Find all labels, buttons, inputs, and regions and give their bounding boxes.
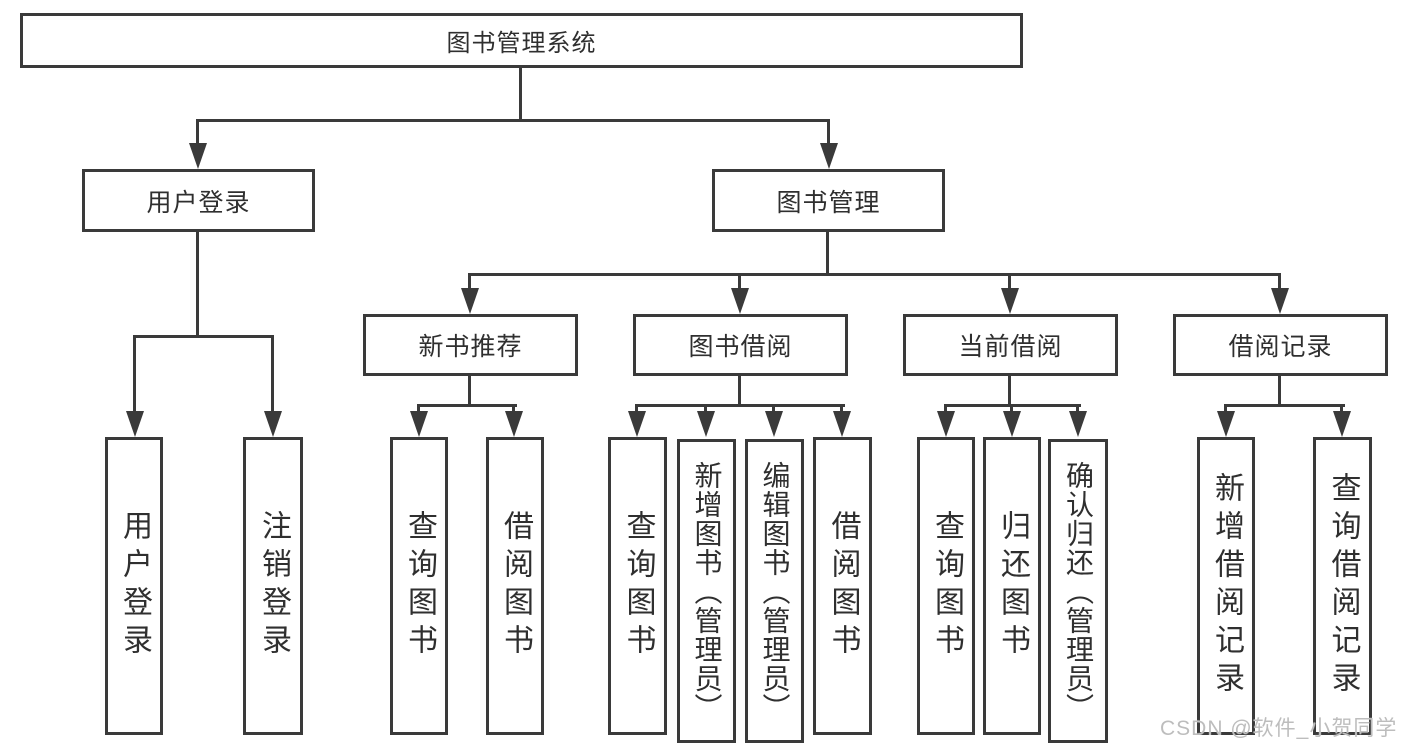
node-leaf-rec-borrow-book: 借阅图书 bbox=[486, 437, 544, 735]
node-label: 当前借阅 bbox=[958, 333, 1063, 361]
arrow-down-icon bbox=[1069, 411, 1087, 437]
node-label: 查询图书 bbox=[621, 510, 655, 662]
connector-line bbox=[512, 404, 515, 413]
node-label: 查询借阅记录 bbox=[1326, 472, 1360, 700]
node-book-mgmt: 图书管理 bbox=[712, 169, 945, 232]
connector-line bbox=[468, 376, 471, 407]
arrow-down-icon bbox=[1271, 288, 1289, 314]
node-current-borrow: 当前借阅 bbox=[903, 314, 1118, 376]
connector-line bbox=[468, 273, 471, 290]
node-label: 图书借阅 bbox=[688, 333, 793, 361]
watermark: CSDN @软件_小贺同学 bbox=[1160, 717, 1398, 740]
node-label: 用户登录 bbox=[146, 188, 251, 217]
arrow-down-icon bbox=[505, 411, 523, 437]
node-root: 图书管理系统 bbox=[20, 13, 1023, 68]
connector-line bbox=[1008, 273, 1011, 290]
connector-line bbox=[738, 273, 741, 290]
node-leaf-cur-return-book: 归还图书 bbox=[983, 437, 1041, 735]
connector-line bbox=[417, 404, 420, 413]
node-new-book-rec: 新书推荐 bbox=[363, 314, 578, 376]
connector-line bbox=[826, 232, 829, 276]
node-label: 图书管理 bbox=[776, 188, 881, 217]
node-leaf-user-login: 用户登录 bbox=[105, 437, 163, 735]
arrow-down-icon bbox=[410, 411, 428, 437]
connector-line bbox=[1224, 404, 1227, 413]
connector-line bbox=[196, 119, 830, 122]
node-label: 查询图书 bbox=[930, 510, 963, 662]
node-label: 图书管理系统 bbox=[446, 30, 597, 57]
arrow-down-icon bbox=[126, 411, 144, 437]
node-label: 用户登录 bbox=[118, 510, 151, 662]
connector-line bbox=[417, 404, 517, 407]
node-leaf-record-add: 新增借阅记录 bbox=[1197, 437, 1255, 735]
arrow-down-icon bbox=[820, 143, 838, 169]
connector-line bbox=[738, 376, 741, 407]
arrow-down-icon bbox=[937, 411, 955, 437]
connector-line bbox=[1010, 404, 1013, 413]
arrow-down-icon bbox=[731, 288, 749, 314]
connector-line bbox=[1224, 404, 1345, 407]
arrow-down-icon bbox=[461, 288, 479, 314]
node-label: 查询图书 bbox=[403, 510, 436, 662]
arrow-down-icon bbox=[1333, 411, 1351, 437]
node-leaf-borrow-edit-book: 编辑图书（管理员） bbox=[745, 439, 804, 743]
connector-line bbox=[1340, 404, 1343, 413]
node-label: 编辑图书（管理员） bbox=[759, 460, 791, 722]
connector-line bbox=[827, 119, 830, 145]
node-label: 新增图书（管理员） bbox=[691, 460, 723, 722]
arrow-down-icon bbox=[697, 411, 715, 437]
connector-line bbox=[704, 404, 707, 413]
node-label: 新增借阅记录 bbox=[1210, 472, 1243, 700]
arrow-down-icon bbox=[628, 411, 646, 437]
node-leaf-rec-query-book: 查询图书 bbox=[390, 437, 448, 735]
connector-line bbox=[1076, 404, 1079, 413]
connector-line bbox=[1278, 273, 1281, 290]
node-label: 新书推荐 bbox=[418, 333, 523, 361]
connector-line bbox=[196, 119, 199, 145]
connector-line bbox=[635, 404, 845, 407]
connector-line bbox=[196, 232, 199, 338]
node-leaf-cur-confirm-return: 确认归还（管理员） bbox=[1048, 439, 1108, 743]
node-leaf-cur-query-book: 查询图书 bbox=[917, 437, 975, 735]
arrow-down-icon bbox=[765, 411, 783, 437]
node-book-borrow: 图书借阅 bbox=[633, 314, 848, 376]
arrow-down-icon bbox=[264, 411, 282, 437]
node-borrow-record: 借阅记录 bbox=[1173, 314, 1388, 376]
connector-line bbox=[944, 404, 947, 413]
node-label: 借阅图书 bbox=[499, 510, 532, 662]
node-user-login: 用户登录 bbox=[82, 169, 315, 232]
arrow-down-icon bbox=[1001, 288, 1019, 314]
arrow-down-icon bbox=[189, 143, 207, 169]
connector-line bbox=[468, 273, 1281, 276]
node-label: 借阅记录 bbox=[1228, 333, 1333, 361]
node-leaf-borrow-borrow-book: 借阅图书 bbox=[813, 437, 872, 735]
connector-line bbox=[635, 404, 638, 413]
connector-line bbox=[133, 335, 136, 413]
arrow-down-icon bbox=[833, 411, 851, 437]
arrow-down-icon bbox=[1217, 411, 1235, 437]
connector-line bbox=[1278, 376, 1281, 407]
connector-line bbox=[519, 66, 522, 122]
node-label: 归还图书 bbox=[996, 510, 1029, 662]
arrow-down-icon bbox=[1003, 411, 1021, 437]
connector-line bbox=[840, 404, 843, 413]
node-label: 借阅图书 bbox=[826, 510, 860, 662]
node-leaf-borrow-query-book: 查询图书 bbox=[608, 437, 667, 735]
node-leaf-borrow-add-book: 新增图书（管理员） bbox=[677, 439, 736, 743]
connector-line bbox=[271, 335, 274, 413]
connector-line bbox=[772, 404, 775, 413]
node-label: 注销登录 bbox=[257, 510, 290, 662]
node-leaf-record-query: 查询借阅记录 bbox=[1313, 437, 1372, 735]
node-leaf-logout: 注销登录 bbox=[243, 437, 303, 735]
node-label: 确认归还（管理员） bbox=[1063, 460, 1094, 722]
connector-line bbox=[133, 335, 274, 338]
connector-line bbox=[1008, 376, 1011, 407]
